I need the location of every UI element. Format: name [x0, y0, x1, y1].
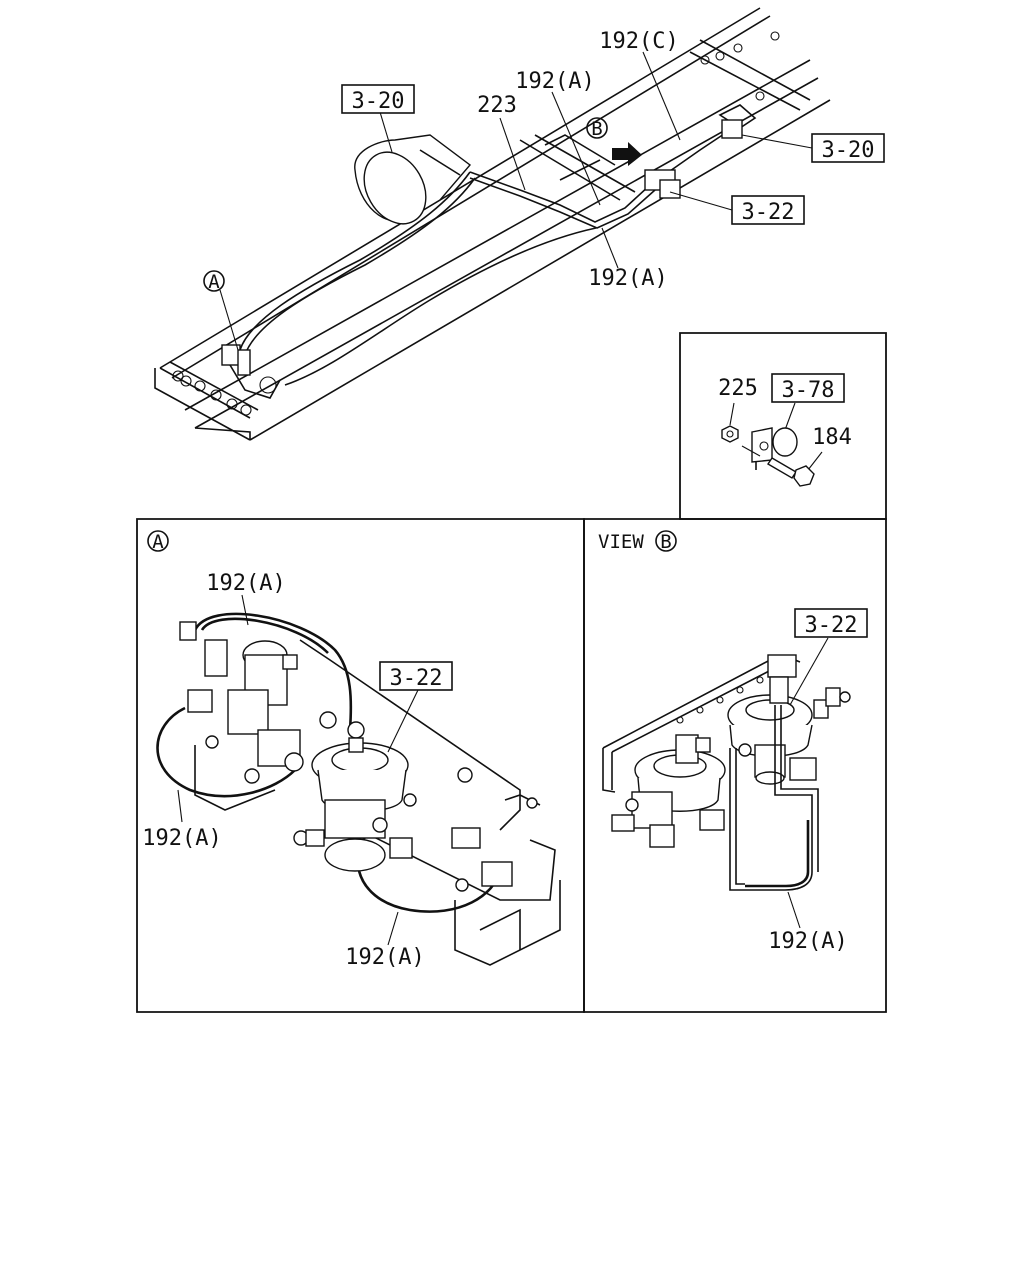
panel-a-valves	[179, 621, 538, 892]
label-184: 184	[812, 425, 852, 450]
panel-a-leaders	[177, 594, 419, 946]
label-192a-top: 192(A)	[515, 69, 594, 94]
view-b-marker-circle	[655, 530, 677, 552]
panel-a-marker-circle	[147, 530, 169, 552]
bolt-icon	[741, 445, 815, 487]
panel-b-label-3-22: 3-22	[805, 613, 858, 638]
panel-b-ref-box-3-22	[794, 608, 868, 638]
front-valve-assembly	[221, 344, 281, 399]
marker-a-label: A	[208, 271, 220, 293]
label-192a-mid: 192(A)	[588, 266, 667, 291]
panel-b-valves	[611, 654, 851, 848]
label-192c: 192(C)	[599, 29, 678, 54]
ref-box-3-78	[771, 373, 845, 403]
panel-b-label-192a: 192(A)	[768, 929, 847, 954]
panel-a-mounting-plate	[194, 639, 561, 966]
panel-a-label-192a-left: 192(A)	[142, 826, 221, 851]
ref-box-3-20-top	[341, 84, 415, 114]
panel-b-pipe	[729, 705, 819, 891]
air-tank	[354, 134, 472, 225]
label-3-78: 3-78	[782, 378, 835, 403]
ref-box-3-22-top	[731, 195, 805, 225]
detail-panel-clamp: 225 3-78 184	[679, 332, 887, 520]
marker-b-circle	[586, 117, 608, 139]
panel-a-marker-label: A	[152, 531, 164, 553]
marker-a-circle	[203, 270, 225, 292]
ref-box-3-20-right	[811, 133, 885, 163]
panel-a-detail: A	[136, 518, 585, 1013]
view-b-text: VIEW	[598, 531, 644, 553]
marker-b-label: B	[591, 118, 602, 140]
chassis-frame	[154, 7, 831, 441]
label-223: 223	[477, 93, 517, 118]
panel-a-label-3-22: 3-22	[390, 666, 443, 691]
label-225: 225	[718, 376, 758, 401]
panel-b-leaders	[787, 637, 829, 929]
panel-a-label-192a-top: 192(A)	[206, 571, 285, 596]
main-labels: 3-20 223 192(A) 192(C) B 3-20 3-22 192(A…	[203, 29, 885, 293]
rear-valve-assembly	[644, 104, 757, 199]
view-b-arrow	[612, 142, 642, 166]
view-b-marker-label: B	[660, 531, 671, 553]
label-3-22-top: 3-22	[742, 200, 795, 225]
panel-view-b-detail: VIEW B	[583, 518, 887, 1013]
nut-icon	[721, 425, 739, 443]
label-3-20-right: 3-20	[822, 138, 875, 163]
panel-a-ref-box-3-22	[379, 661, 453, 691]
panel-a-pipes	[156, 612, 502, 913]
panel-a-label-192a-bottom: 192(A)	[345, 945, 424, 970]
main-leader-lines	[219, 51, 813, 351]
label-3-20-top: 3-20	[352, 89, 405, 114]
